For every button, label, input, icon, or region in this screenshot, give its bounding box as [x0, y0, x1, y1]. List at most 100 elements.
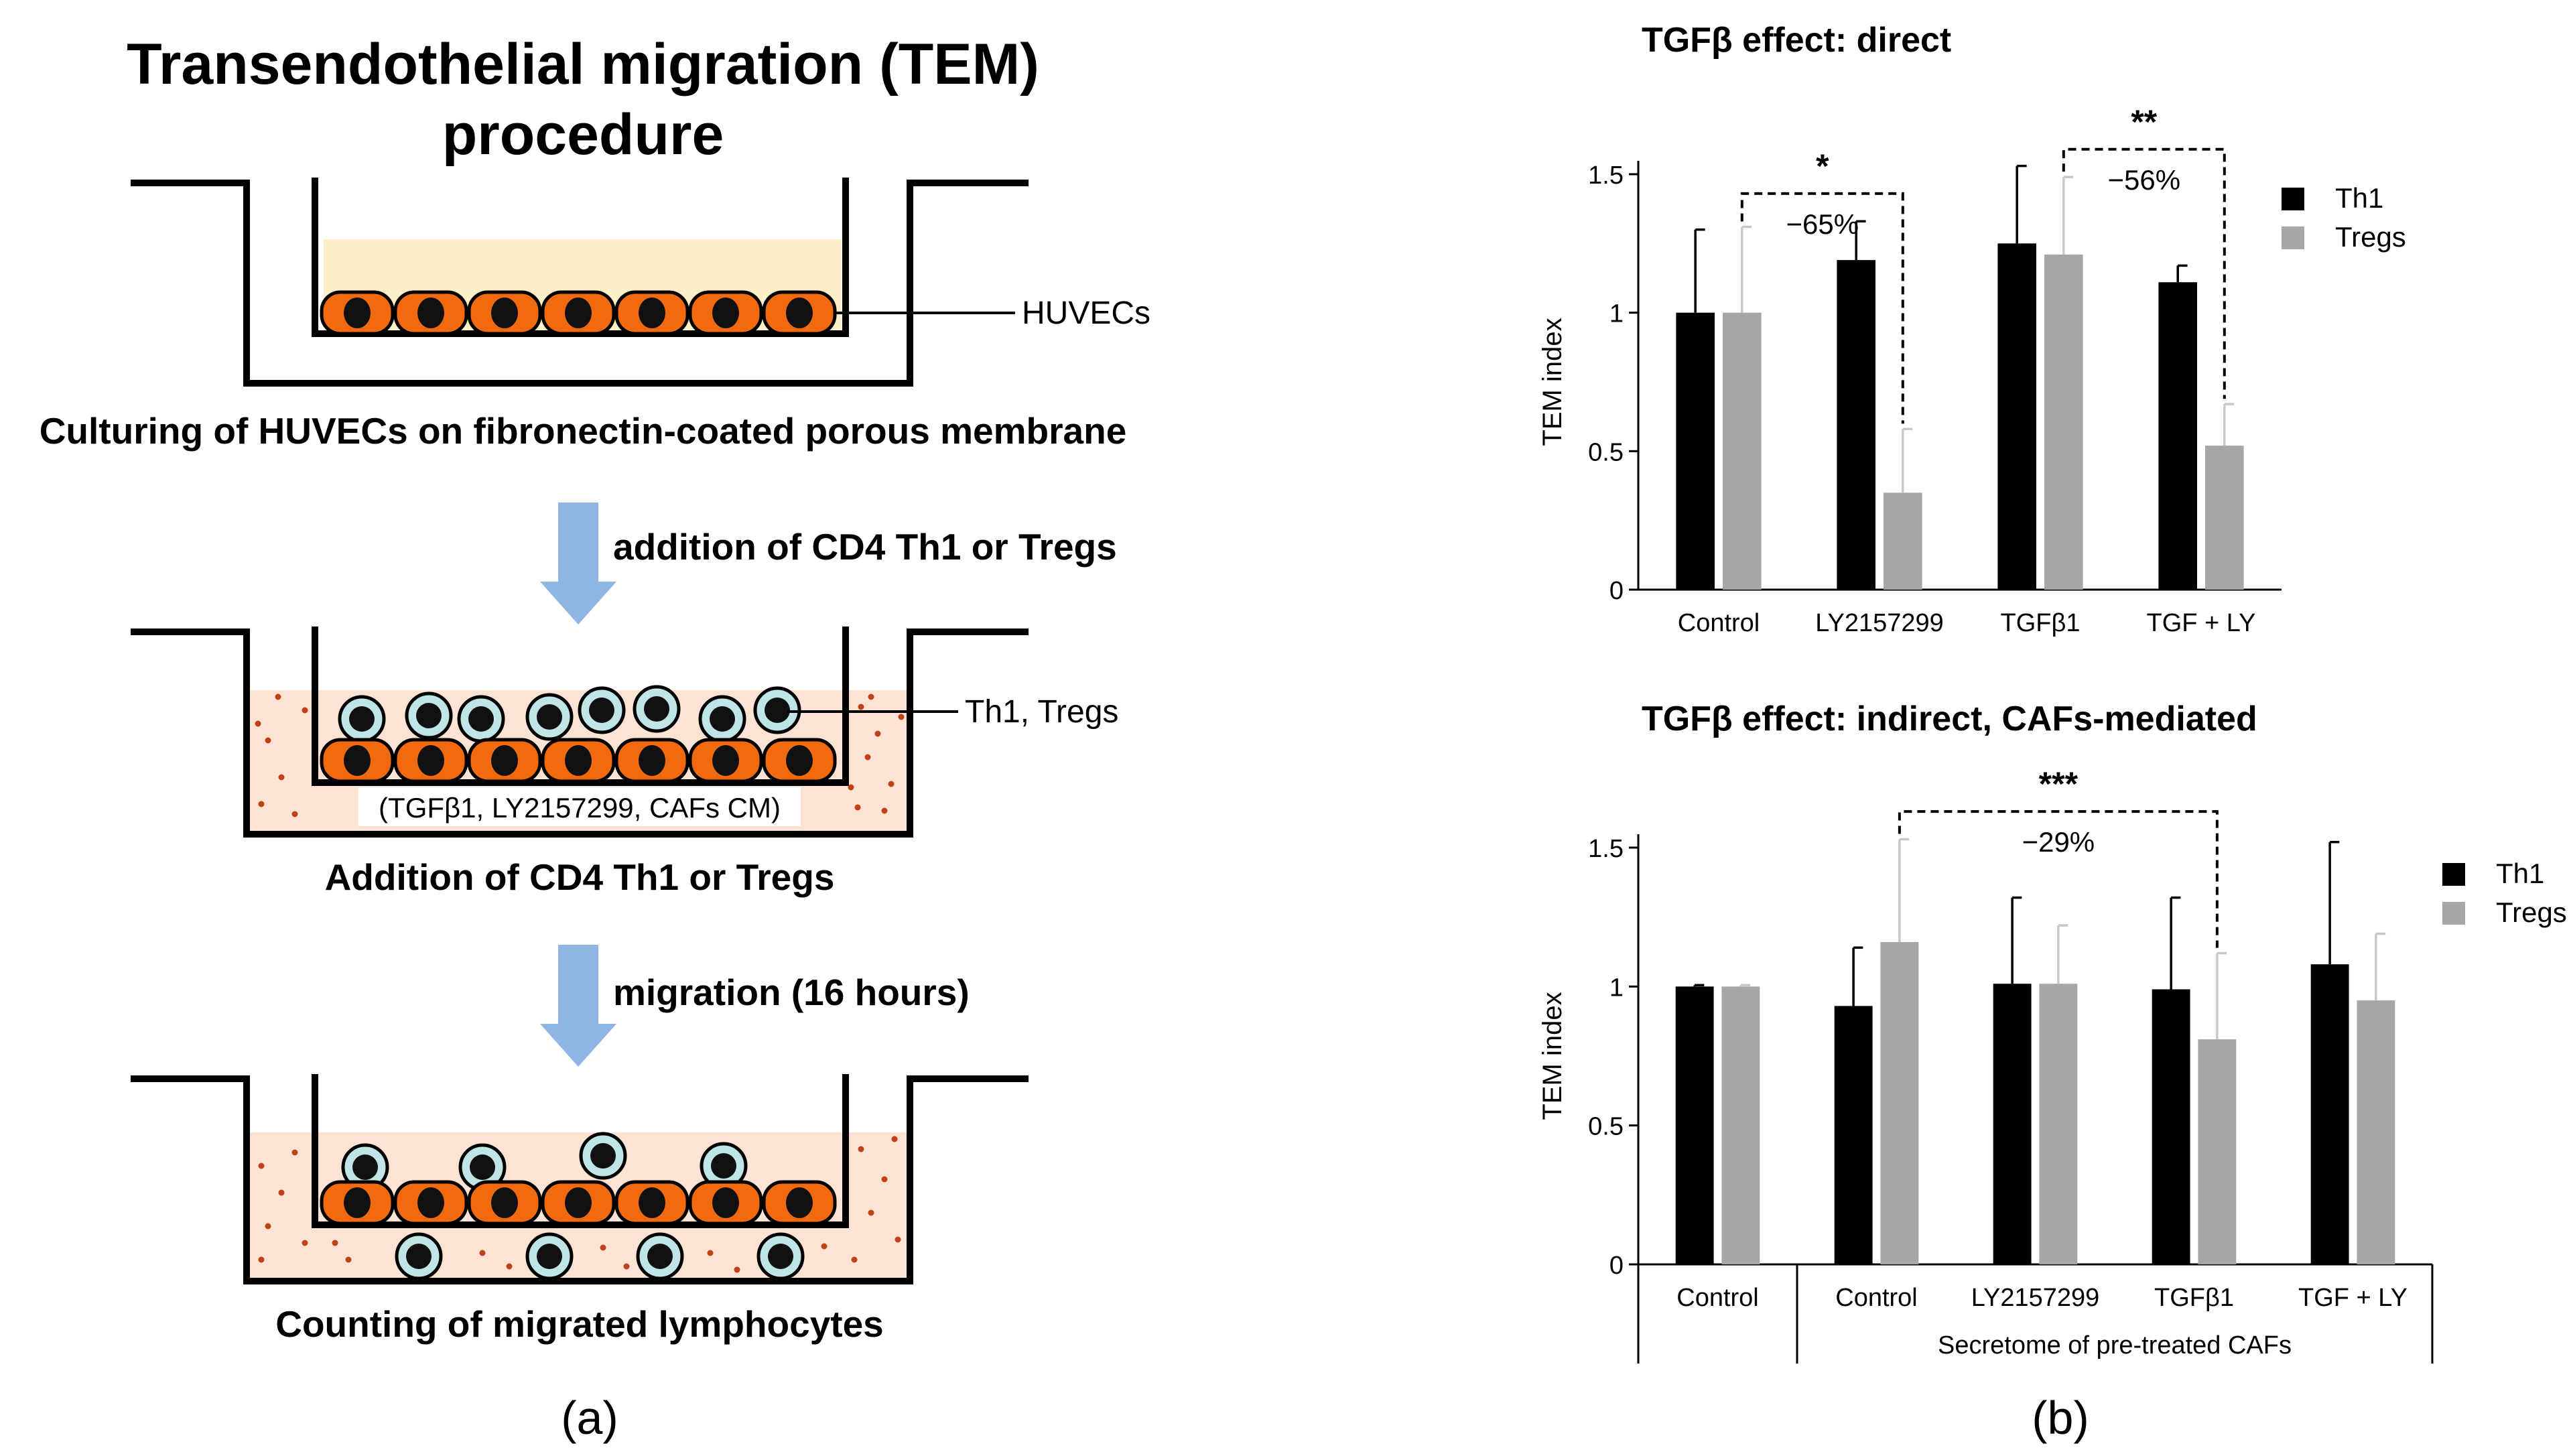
x-tick-label: TGF + LY: [2298, 1284, 2407, 1312]
huvec-nucleus: [417, 1187, 444, 1218]
medium-dot: [858, 1146, 864, 1152]
panel-a-title-line1: Transendothelial migration (TEM): [127, 32, 1039, 96]
medium-dot: [258, 801, 265, 807]
bar-tregs: [2039, 984, 2078, 1264]
medium-dot: [302, 707, 308, 714]
down-arrow-1: [540, 503, 616, 624]
medium-dot: [868, 1209, 874, 1216]
medium-dot: [265, 737, 271, 744]
medium-dot: [858, 704, 864, 710]
huvec-nucleus: [786, 297, 813, 328]
legend-label-tregs: Tregs: [2335, 221, 2406, 253]
lymphocyte-nucleus: [352, 1154, 378, 1180]
medium-dot: [479, 1250, 486, 1256]
step-2-label: Addition of CD4 Th1 or Tregs: [325, 856, 835, 898]
lymphocyte-nucleus: [537, 704, 562, 730]
medium-dot: [851, 1256, 858, 1263]
bar-tregs: [2044, 254, 2083, 590]
huvec-nucleus: [344, 1187, 371, 1218]
percent-change-label: −56%: [2108, 164, 2181, 196]
compounds-label-bg: [358, 787, 801, 826]
lymphocytes-top: [338, 685, 801, 743]
medium-dot: [891, 1136, 898, 1142]
huvec-nucleus: [639, 1187, 665, 1218]
huvec-nucleus: [639, 297, 665, 328]
bar-th1: [1676, 312, 1715, 590]
huvec-nucleus: [344, 297, 371, 328]
huvec-nucleus: [491, 745, 518, 776]
panel-a-diagram: Transendothelial migration (TEM) procedu…: [40, 32, 1150, 1444]
medium-dot: [881, 807, 888, 814]
bar-th1: [1837, 260, 1875, 590]
medium-dot: [898, 714, 905, 720]
lymphocyte-nucleus: [349, 706, 375, 732]
medium-dot: [821, 1243, 828, 1250]
bar-tregs: [2198, 1039, 2237, 1264]
medium-dot: [345, 1256, 352, 1263]
x-tick-label: TGFβ1: [2001, 609, 2081, 637]
huvec-nucleus: [491, 297, 518, 328]
bar-tregs: [2205, 446, 2244, 590]
medium-dot: [291, 811, 298, 817]
legend-swatch-tregs: [2442, 902, 2465, 925]
lymphocyte-nucleus: [537, 1244, 562, 1269]
y-tick-label: 1.5: [1588, 835, 1624, 863]
medium-dot: [848, 784, 854, 791]
chart-1-title: TGFβ effect: direct: [1642, 21, 1951, 60]
outer-well-outline: [131, 1075, 1029, 1284]
lymphocyte-nucleus: [644, 696, 669, 722]
legend-swatch-th1: [2282, 188, 2304, 210]
medium-dot: [506, 1263, 513, 1270]
compounds-label: (TGFβ1, LY2157299, CAFs CM): [379, 792, 781, 823]
well-step-3: [131, 1074, 1029, 1284]
y-tick-label: 0: [1609, 577, 1624, 605]
medium-dot: [302, 1240, 308, 1246]
huvec-nucleus: [565, 1187, 592, 1218]
well-step-2: Th1, Tregs (TGFβ1, LY2157299, CAFs CM): [131, 626, 1118, 838]
medium-dots: [255, 693, 905, 817]
lymphocyte-nucleus: [765, 698, 790, 723]
huvec-nucleus: [712, 1187, 739, 1218]
medium-dot: [278, 1189, 285, 1196]
medium-dots: [258, 1136, 901, 1273]
bar-th1: [1997, 243, 2036, 590]
y-tick-label: 0: [1609, 1252, 1624, 1280]
significance-stars: **: [2131, 103, 2157, 141]
huvec-nucleus: [786, 1187, 813, 1218]
bar-th1: [2158, 282, 2197, 590]
well-step-1: HUVECs: [131, 178, 1150, 387]
bar-tregs: [1721, 986, 1760, 1264]
lymphocytes-migrated: [395, 1232, 805, 1280]
significance-bracket: [1898, 810, 2219, 948]
lymphocyte-nucleus: [647, 1244, 673, 1269]
y-tick-label: 1: [1609, 974, 1624, 1002]
x-tick-label: Control: [1676, 1284, 1759, 1312]
y-tick-label: 1: [1609, 300, 1624, 328]
lymphocyte-nucleus: [468, 706, 494, 732]
medium-dot: [265, 1223, 271, 1230]
panel-a-title-line2: procedure: [442, 103, 724, 167]
medium-dot: [707, 1250, 714, 1256]
medium-dot: [291, 1149, 298, 1156]
percent-change-label: −65%: [1786, 208, 1859, 240]
y-tick-label: 1.5: [1588, 161, 1624, 190]
legend-label-tregs: Tregs: [2496, 897, 2567, 928]
group-label: Secretome of pre-treated CAFs: [1938, 1331, 2292, 1360]
x-tick-label: Control: [1678, 609, 1760, 637]
chart-2-title: TGFβ effect: indirect, CAFs-mediated: [1642, 700, 2257, 738]
medium-dot: [864, 754, 871, 760]
step-1-label: Culturing of HUVECs on fibronectin-coate…: [40, 410, 1127, 452]
x-tick-label: TGFβ1: [2154, 1284, 2234, 1312]
lymphocyte-nucleus: [590, 1143, 616, 1169]
huvec-nucleus: [344, 745, 371, 776]
bar-th1: [2310, 964, 2349, 1264]
medium-dot: [275, 693, 281, 700]
lymphocyte-nucleus: [406, 1244, 432, 1269]
outer-well-outline: [131, 180, 1029, 387]
panel-a-letter: (a): [561, 1392, 618, 1444]
y-tick-label: 0.5: [1588, 1113, 1624, 1141]
bar-tregs: [2357, 1000, 2395, 1264]
x-tick-label: LY2157299: [1815, 609, 1944, 637]
legend-swatch-tregs: [2282, 226, 2304, 249]
step-3-label: Counting of migrated lymphocytes: [275, 1303, 884, 1345]
